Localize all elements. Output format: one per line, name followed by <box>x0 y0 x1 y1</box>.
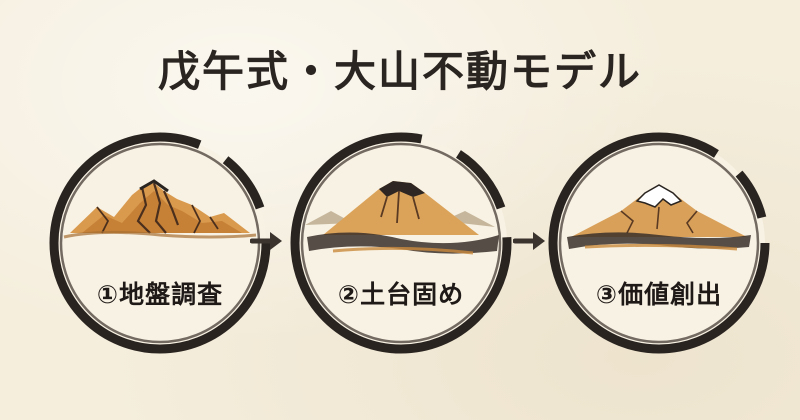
step-3-label: ③価値創出 <box>595 280 723 309</box>
step-1-circle: ①地盤調査 <box>42 125 278 361</box>
step-2-circle: ②土台固め <box>283 125 519 361</box>
mountain-rugged-icon <box>49 132 271 354</box>
arrow-right-icon <box>250 232 282 250</box>
step-2-label: ②土台固め <box>337 280 465 309</box>
page-title: 戊午式・大山不動モデル <box>157 47 642 96</box>
mountain-foundation-icon <box>290 132 512 354</box>
arrow-right-icon <box>513 232 545 250</box>
mountain-snowcap-icon <box>548 132 770 354</box>
step-1-label: ①地盤調査 <box>96 280 224 309</box>
step-3-circle: ③価値創出 <box>541 125 777 361</box>
